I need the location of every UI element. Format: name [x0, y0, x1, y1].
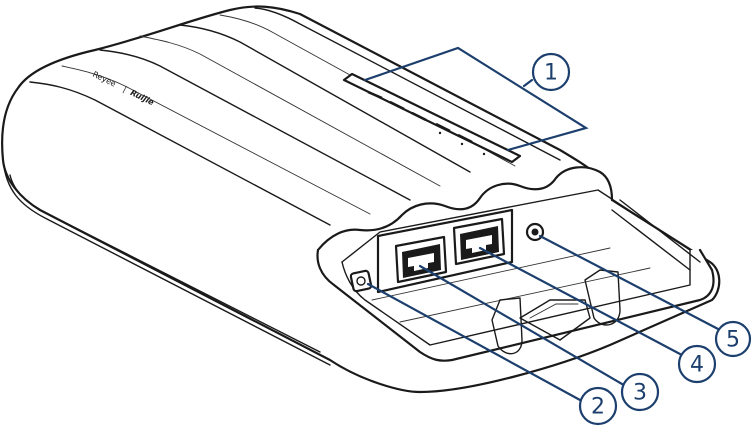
brand-separator: |: [122, 85, 128, 94]
top-ridge-3: [179, 24, 471, 173]
ethernet-port-1: [394, 235, 448, 284]
indicator-leds: [342, 72, 522, 164]
eth-port-2-socket: [466, 235, 492, 253]
reset-button: [349, 269, 373, 293]
floor-rail-2: [399, 267, 651, 323]
top-ridge-2: [99, 49, 411, 201]
power-jack: [525, 222, 545, 242]
compartment-back-wall: [341, 189, 691, 263]
led-1: [367, 90, 383, 100]
ridge-valley-2: [139, 35, 441, 187]
callout-5-number: 5: [726, 328, 740, 353]
callout-1-badge: [531, 52, 571, 92]
right-rail-lower: [611, 209, 691, 271]
callout-3-badge: [620, 372, 660, 412]
led-4: [435, 122, 451, 133]
callout-3-leader: [418, 264, 624, 386]
callout-2-leader: [366, 282, 582, 402]
clip-left: [491, 297, 523, 355]
led-label-dot-1: [438, 131, 442, 135]
callout-3: 3: [418, 264, 660, 412]
callout-1-bracket: [363, 46, 589, 152]
led-3: [411, 111, 427, 122]
callout-5: 5: [538, 234, 752, 358]
callout-5-badge: [714, 320, 752, 358]
callout-5-leader: [538, 234, 722, 332]
ridge-valley-3: [219, 14, 516, 167]
callout-4-leader: [478, 246, 682, 356]
callout-1-number: 1: [544, 61, 558, 86]
led-2: [389, 100, 405, 111]
reset-button-housing: [349, 269, 373, 293]
side-edge: [2, 159, 331, 366]
top-ridge-1: [29, 81, 331, 226]
callout-1: 1: [363, 46, 589, 152]
callout-1-leader: [522, 78, 534, 88]
callout-2: 2: [366, 282, 618, 426]
floor-rail-1: [371, 247, 611, 301]
clip-right: [584, 269, 621, 326]
led-label-dot-2: [460, 142, 464, 146]
eth-port-1-socket: [408, 253, 434, 271]
clip-center-inner: [529, 303, 579, 319]
led-5: [457, 133, 473, 144]
callout-4-number: 4: [690, 353, 704, 378]
callout-4: 4: [478, 246, 717, 384]
right-rail: [619, 199, 701, 263]
callout-4-badge: [677, 344, 717, 384]
callout-2-badge: [578, 386, 618, 426]
callout-2-number: 2: [591, 395, 605, 420]
led-strip: [342, 72, 522, 164]
ethernet-port-2: [452, 217, 506, 266]
top-ridge-4: [254, 7, 561, 161]
led-label-dot-3: [482, 152, 486, 156]
power-jack-pin: [531, 228, 539, 236]
clip-center: [519, 299, 591, 341]
bottom-edge: [9, 174, 321, 353]
ridge-valley-1: [61, 65, 371, 215]
callout-3-number: 3: [633, 381, 647, 406]
reset-button-hole: [356, 276, 366, 286]
